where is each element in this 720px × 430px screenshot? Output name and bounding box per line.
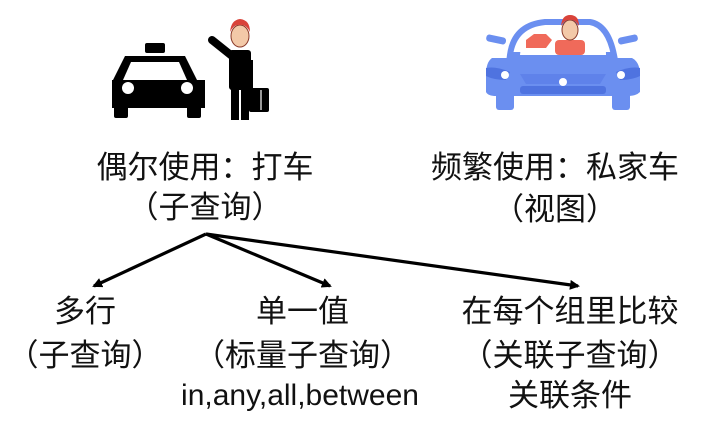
right-concept-title: 频繁使用：私家车 — [431, 150, 679, 186]
branch-scalar-subtitle: （标量子查询） — [194, 338, 411, 374]
left-concept-subtitle: （子查询） — [127, 190, 283, 226]
right-concept-subtitle: （视图） — [493, 192, 617, 228]
branch-scalar-note: in,any,all,between — [181, 379, 419, 412]
branch-scalar-title: 单一值 — [256, 294, 349, 330]
arrow-to-scalar — [205, 232, 332, 288]
branch-multi-row-title: 多行 — [54, 294, 116, 330]
arrow-to-correlated — [205, 232, 580, 290]
branch-correlated-note: 关联条件 — [508, 378, 632, 414]
branch-multi-row-subtitle: （子查询） — [7, 338, 163, 374]
branch-correlated-subtitle: （关联子查询） — [461, 338, 679, 374]
branch-correlated-title: 在每个组里比较 — [461, 294, 679, 330]
arrow-to-multi-row — [92, 232, 207, 288]
left-concept-title: 偶尔使用：打车 — [96, 150, 314, 186]
